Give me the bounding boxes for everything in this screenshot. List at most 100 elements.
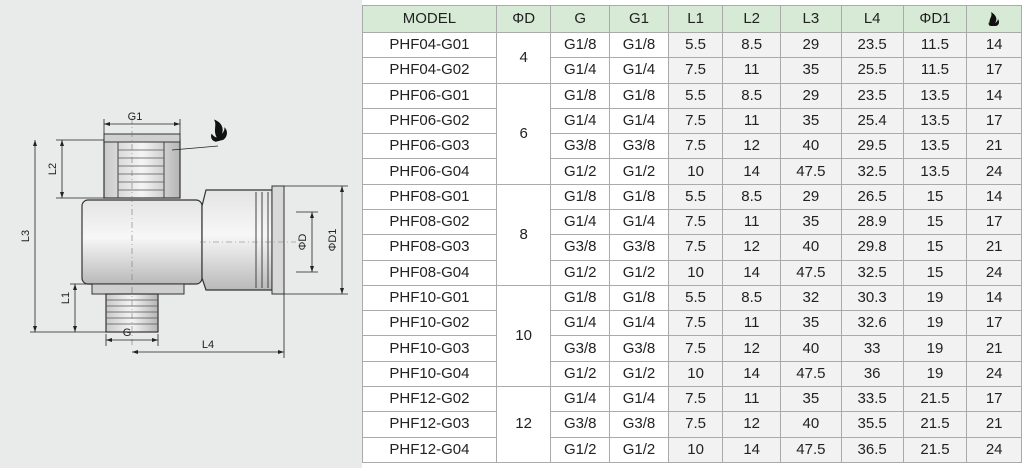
cell-g: G1/4 [550, 208, 611, 236]
cell-l1: 10 [667, 360, 724, 387]
cell-model: PHF12-G02 [362, 385, 497, 413]
header-g: G [550, 5, 611, 33]
cell-l2: 8.5 [722, 82, 782, 109]
cell-model: PHF12-G03 [362, 411, 497, 438]
cell-model: PHF10-G04 [362, 360, 497, 387]
cell-g1: G1/4 [609, 107, 669, 135]
header-model: MODEL [362, 5, 497, 33]
cell-g: G1/8 [550, 183, 611, 210]
cell-l4: 29.5 [840, 133, 904, 160]
cell-od1: 21.5 [902, 411, 968, 438]
cell-model: PHF10-G03 [362, 335, 497, 362]
cell-l3: 40 [780, 411, 842, 438]
cell-model: PHF08-G02 [362, 208, 497, 236]
cell-od-group: 8 [495, 183, 552, 286]
label-g: G [123, 327, 132, 339]
cell-l4: 28.9 [840, 208, 904, 236]
cell-l2: 12 [722, 411, 782, 438]
cell-od1: 19 [902, 284, 968, 312]
cell-l1: 7.5 [667, 133, 724, 160]
cell-od1: 15 [902, 234, 968, 261]
cell-l3: 47.5 [780, 259, 842, 286]
cell-model: PHF10-G01 [362, 284, 497, 312]
cell-l3: 35 [780, 57, 842, 84]
cell-od1: 15 [902, 208, 968, 236]
cell-hex: 24 [966, 436, 1022, 463]
cell-od1: 13.5 [902, 82, 968, 109]
cell-l2: 14 [722, 259, 782, 286]
cell-hex: 21 [966, 335, 1022, 362]
cell-l4: 26.5 [840, 183, 904, 210]
cell-l4: 25.5 [840, 57, 904, 84]
cell-l2: 8.5 [722, 284, 782, 312]
cell-l1: 7.5 [667, 385, 724, 413]
header-hex [966, 5, 1022, 33]
cell-model: PHF06-G01 [362, 82, 497, 109]
cell-l2: 11 [722, 310, 782, 337]
cell-l2: 8.5 [722, 31, 782, 59]
cell-l3: 35 [780, 385, 842, 413]
cell-l1: 10 [667, 158, 724, 185]
cell-g1: G1/8 [609, 183, 669, 210]
cell-hex: 17 [966, 310, 1022, 337]
cell-g1: G1/4 [609, 208, 669, 236]
cell-od1: 13.5 [902, 107, 968, 135]
cell-g: G3/8 [550, 411, 611, 438]
cell-l2: 11 [722, 385, 782, 413]
cell-od1: 11.5 [902, 31, 968, 59]
cell-l2: 14 [722, 158, 782, 185]
cell-od1: 21.5 [902, 436, 968, 463]
cell-l3: 35 [780, 107, 842, 135]
cell-model: PHF06-G03 [362, 133, 497, 160]
cell-l4: 36 [840, 360, 904, 387]
cell-g: G1/2 [550, 360, 611, 387]
cell-l2: 14 [722, 360, 782, 387]
center-lines [131, 118, 296, 345]
cell-g1: G1/2 [609, 360, 669, 387]
header-row: MODEL ΦD G G1 L1 L2 L3 L4 ΦD1 [362, 5, 1022, 33]
cell-od1: 13.5 [902, 133, 968, 160]
cell-g1: G3/8 [609, 335, 669, 362]
cell-g: G1/8 [550, 284, 611, 312]
cell-model: PHF08-G03 [362, 234, 497, 261]
cell-od1: 15 [902, 259, 968, 286]
cell-g: G3/8 [550, 234, 611, 261]
cell-l2: 11 [722, 57, 782, 84]
cell-hex: 24 [966, 158, 1022, 185]
cell-l4: 32.5 [840, 158, 904, 185]
cell-l3: 40 [780, 133, 842, 160]
fitting-body [81, 185, 285, 295]
cell-l3: 47.5 [780, 158, 842, 185]
cell-l4: 32.6 [840, 310, 904, 337]
cell-l4: 23.5 [840, 82, 904, 109]
cell-l2: 12 [722, 234, 782, 261]
cell-od-group: 4 [495, 32, 552, 84]
dimension-arrows [33, 122, 344, 354]
cell-l1: 5.5 [667, 31, 724, 59]
cell-od1: 11.5 [902, 57, 968, 84]
cell-od1: 19 [902, 310, 968, 337]
cell-g: G1/8 [550, 31, 611, 59]
cell-l4: 30.3 [840, 284, 904, 312]
cell-l1: 10 [667, 436, 724, 463]
cell-g1: G3/8 [609, 133, 669, 160]
flame-icon [211, 119, 227, 142]
cell-model: PHF08-G04 [362, 259, 497, 286]
label-g1: G1 [128, 111, 143, 123]
technical-drawing-panel: G1 L2 L3 L1 G L4 ΦD ΦD1 [0, 0, 362, 468]
cell-l4: 33.5 [840, 385, 904, 413]
cell-l1: 7.5 [667, 208, 724, 236]
cell-od1: 15 [902, 183, 968, 210]
cell-l1: 7.5 [667, 107, 724, 135]
cell-l1: 7.5 [667, 234, 724, 261]
label-od1: ΦD1 [327, 229, 339, 252]
cell-l4: 23.5 [840, 31, 904, 59]
